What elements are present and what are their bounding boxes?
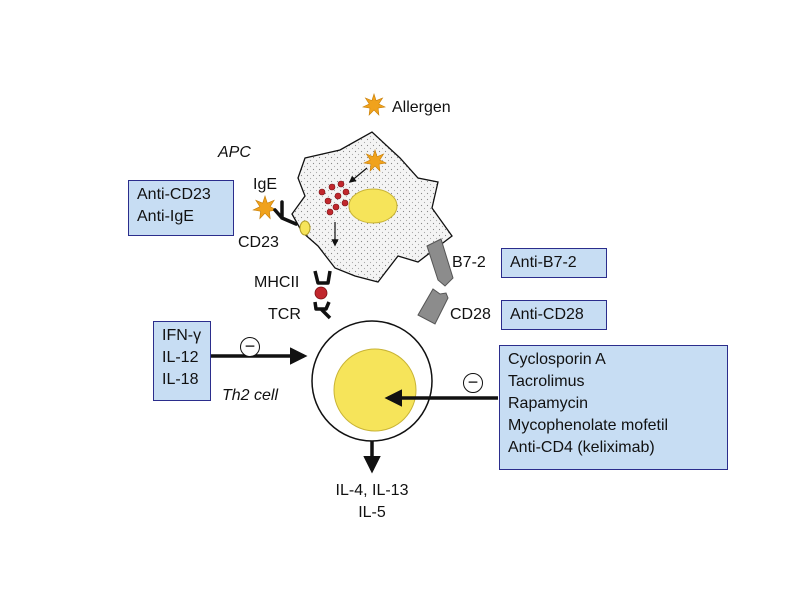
inhibition-minus-icon: −	[240, 337, 260, 357]
ige-antibody	[273, 200, 298, 226]
mhcii-molecule	[313, 270, 332, 285]
box-line: Anti-B7-2	[510, 254, 577, 271]
box-line: IL-12	[162, 349, 199, 366]
box-line: Anti-CD4 (keliximab)	[508, 439, 655, 456]
box-line: Mycophenolate mofetil	[508, 417, 669, 434]
b72-label: B7-2	[452, 254, 486, 271]
tcr-label: TCR	[268, 306, 301, 323]
drug-box: Cyclosporin A Tacrolimus Rapamycin Mycop…	[499, 345, 728, 470]
uptake-arrow	[348, 167, 368, 183]
anti-cd28-box: Anti-CD28	[501, 300, 607, 330]
allergen-label: Allergen	[392, 99, 451, 116]
cytokine-box: IFN-γ IL-12 IL-18	[153, 321, 211, 401]
tcr-molecule	[313, 301, 332, 320]
b72-molecule	[426, 238, 454, 287]
allergen-star-icon	[252, 195, 278, 220]
apc-label: APC	[218, 144, 251, 161]
apc-nucleus	[348, 188, 398, 224]
cd28-molecule	[417, 288, 449, 325]
ige-label: IgE	[253, 176, 278, 193]
granules	[318, 180, 350, 216]
cd23-label: CD23	[238, 234, 279, 251]
th2-cell-label: Th2 cell	[222, 387, 279, 404]
inhibition-minus-icon: −	[463, 373, 483, 393]
cd23-receptor	[299, 220, 311, 236]
box-line: Anti-CD28	[510, 306, 584, 323]
box-line: IL-18	[162, 371, 199, 388]
cd28-label: CD28	[450, 306, 491, 323]
th2-nucleus	[333, 348, 417, 432]
box-line: Anti-CD23	[137, 186, 211, 203]
mhcii-label: MHCII	[254, 274, 300, 291]
anti-cd23-box: Anti-CD23 Anti-IgE	[128, 180, 234, 236]
allergen-star-icon	[362, 93, 386, 116]
peptide-antigen	[314, 286, 328, 300]
output-cytokine-line: IL-5	[358, 504, 386, 521]
box-line: Anti-IgE	[137, 208, 194, 225]
allergen-star-icon	[363, 149, 387, 172]
box-line: Cyclosporin A	[508, 351, 606, 368]
box-line: Rapamycin	[508, 395, 589, 412]
anti-b72-box: Anti-B7-2	[501, 248, 607, 278]
box-line: Tacrolimus	[508, 373, 585, 390]
output-cytokine-line: IL-4, IL-13	[335, 482, 409, 499]
box-line: IFN-γ	[162, 327, 202, 344]
output-cytokines: IL-4, IL-13 IL-5	[312, 480, 432, 524]
